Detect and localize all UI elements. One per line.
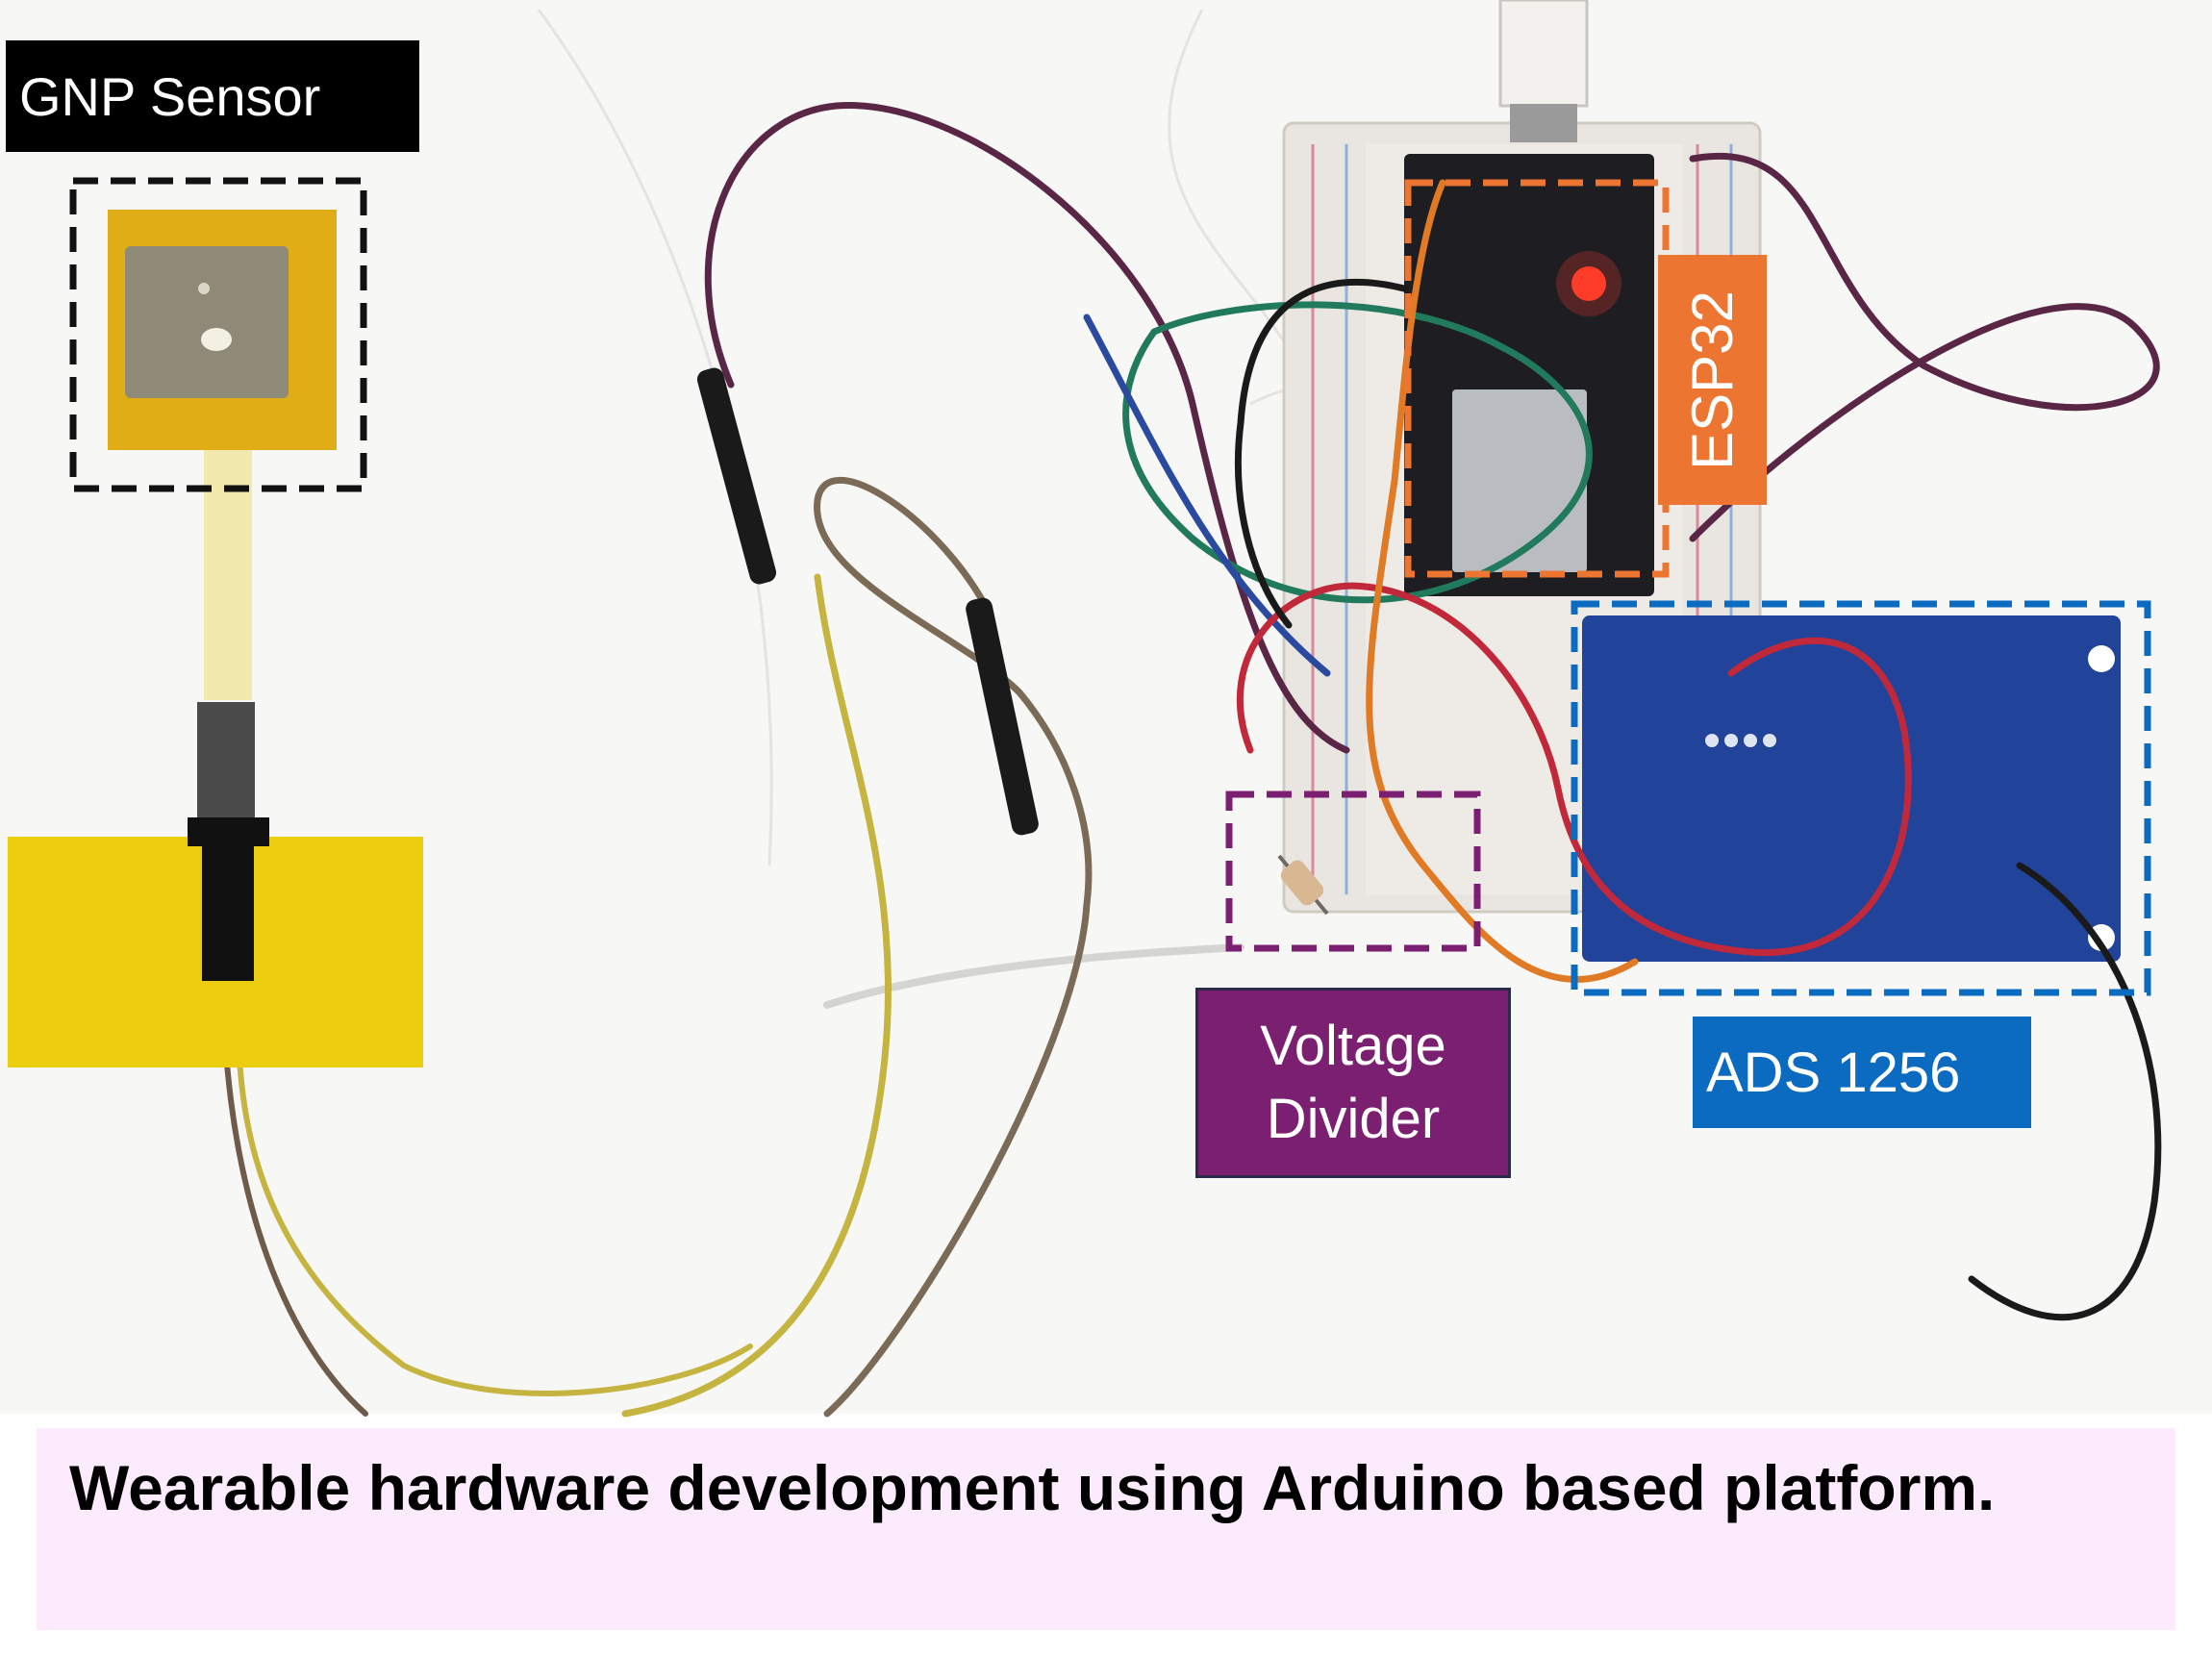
voltage-divider-label-line2: Divider [1266, 1088, 1441, 1150]
esp32-label-text: ESP32 [1680, 289, 1746, 470]
usb-cable [1498, 0, 1589, 142]
ads1256-box [1571, 600, 2151, 996]
jumper-wires [219, 102, 2162, 1418]
voltage-divider-label: Voltage Divider [1195, 988, 1511, 1178]
ads1256-label: ADS 1256 [1693, 1017, 2031, 1128]
caption: Wearable hardware development using Ardu… [69, 1452, 1996, 1523]
voltage-divider-label-line1: Voltage [1260, 1015, 1446, 1077]
wire-connectors [696, 367, 1039, 836]
resistor [1277, 854, 1329, 916]
ads1256-board [1582, 615, 2121, 962]
caption-box: Wearable hardware development using Ardu… [37, 1428, 2175, 1630]
gnp-sensor-label: GNP Sensor [6, 40, 419, 152]
gnp-sensor [8, 210, 423, 1067]
voltage-divider-box [1225, 791, 1481, 952]
esp32-label: ESP32 [1658, 255, 1767, 505]
esp32-board [1404, 154, 1654, 596]
